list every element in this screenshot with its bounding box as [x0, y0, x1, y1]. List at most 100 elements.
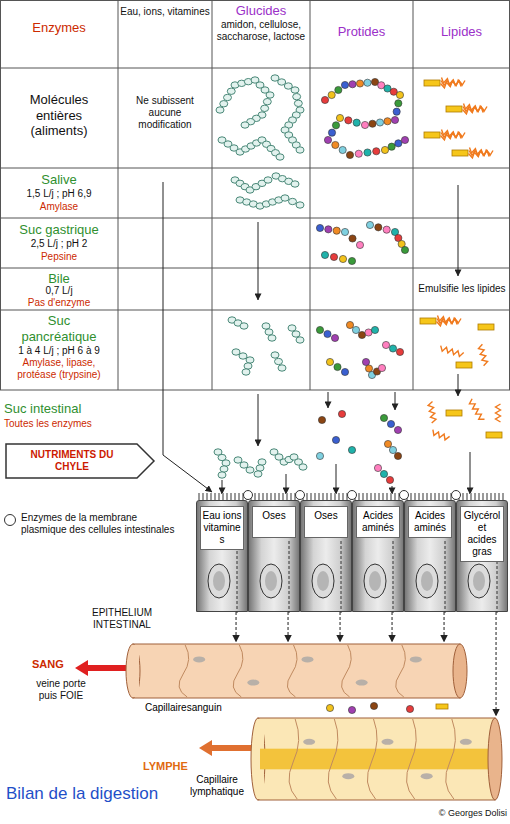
amino-acid-bead — [361, 121, 368, 128]
intestinal-cell: Oses — [300, 500, 352, 612]
endothelial-border — [289, 719, 299, 799]
microvillus — [418, 493, 420, 500]
amino-acid-bead — [362, 358, 369, 365]
glucide-bead — [240, 323, 248, 329]
amino-acid-bead — [384, 440, 391, 447]
glucide-bead — [275, 358, 283, 364]
endothelial-nucleus — [303, 739, 315, 745]
glucide-bead — [246, 467, 254, 473]
microvillus — [466, 493, 468, 500]
amino-acid-bead — [328, 91, 335, 98]
intestinal-cell: Glycérol et acides gras — [456, 500, 508, 612]
glucide-bead — [222, 460, 230, 466]
nutrient-arrow-box: NUTRIMENTS DU CHYLE — [5, 443, 155, 479]
text-label: © Georges Dolisi — [405, 808, 507, 819]
amino-acid-bead — [339, 255, 346, 262]
microvillus — [490, 493, 492, 500]
microvillus — [338, 493, 340, 500]
text-label: 1 à 4 L/j ; pH 6 à 9 — [0, 345, 118, 357]
amino-acid-bead — [406, 705, 413, 712]
text-label: Amylase, lipase, protéase (trypsine) — [6, 357, 112, 381]
text-label: Ne subissent aucune modification — [122, 95, 208, 131]
endothelial-nucleus — [247, 680, 259, 686]
microvillus — [310, 493, 312, 500]
glucide-bead — [265, 329, 273, 335]
fatty-acid-chain — [496, 404, 501, 422]
glycerol-bar — [424, 80, 440, 86]
flow-arrow — [470, 452, 471, 494]
microvillus — [210, 493, 212, 500]
amino-acid-bead — [331, 334, 338, 341]
amino-acid-bead — [389, 446, 396, 453]
glucide-bead — [276, 154, 284, 160]
glucide-bead — [254, 471, 262, 477]
amino-acid-bead — [321, 251, 328, 258]
amino-acid-bead — [384, 118, 391, 125]
flow-arrow — [395, 392, 396, 410]
microvillus — [202, 493, 204, 500]
text-label: Suc gastrique — [0, 222, 118, 238]
nucleolus — [369, 571, 381, 591]
glucide-bead — [289, 198, 297, 204]
glucide-bead — [258, 459, 266, 465]
glycerol-bar — [436, 704, 448, 709]
glucide-bead — [244, 363, 252, 369]
amino-acid-bead — [388, 143, 395, 150]
endothelial-border — [407, 719, 417, 799]
amino-acid-bead — [316, 452, 323, 459]
glycerol-bar — [424, 132, 440, 138]
legend-swatch — [3, 513, 17, 527]
amino-acid-bead — [335, 86, 342, 93]
amino-acid-bead — [316, 326, 323, 333]
cell-nucleus — [364, 564, 386, 598]
endothelial-nucleus — [421, 773, 433, 779]
amino-acid-bead — [376, 119, 383, 126]
amino-acid-bead — [328, 129, 335, 136]
glycerol-bar — [420, 318, 436, 324]
endothelial-nucleus — [302, 656, 314, 662]
microvillus — [262, 493, 264, 500]
glucide-bead — [299, 464, 307, 470]
cell-nucleus — [260, 564, 282, 598]
text-label: Pepsine — [0, 251, 118, 263]
lymph-stream — [260, 749, 495, 770]
table-rule — [0, 0, 1, 390]
intestinal-cell: Acides aminés — [404, 500, 456, 612]
text-label: 0,7 L/j — [0, 285, 118, 297]
microvillus — [366, 493, 368, 500]
text-label: Eau, ions, vitamines — [120, 6, 210, 18]
microvillus — [290, 493, 292, 500]
absorption-path — [237, 541, 238, 613]
glucide-bead — [256, 465, 264, 471]
legend-text: Enzymes de la membrane plasmique des cel… — [21, 512, 181, 536]
text-label: Emulsifie les lipides — [418, 283, 506, 295]
endothelial-nucleus — [193, 656, 205, 662]
amino-acid-bead — [338, 410, 345, 417]
endothelial-border — [287, 645, 297, 697]
amino-acid-bead — [393, 108, 400, 115]
microvillus — [318, 493, 320, 500]
glucide-bead — [234, 457, 242, 463]
nucleolus — [265, 571, 277, 591]
table-rule — [212, 0, 213, 390]
glucide-bead — [288, 325, 296, 331]
text-label: Bile — [0, 271, 118, 287]
endothelial-border — [179, 645, 189, 697]
microvillus — [342, 493, 344, 500]
amino-acid-bead — [332, 141, 339, 148]
table-rule — [0, 218, 510, 219]
cell-label: Eau ions vitamines — [200, 506, 244, 550]
membrane-enzyme — [400, 491, 409, 500]
microvillus — [226, 493, 228, 500]
glucide-bead — [294, 100, 302, 106]
microvillus — [390, 493, 392, 500]
amino-acid-bead — [365, 329, 372, 336]
flow-arrow — [163, 182, 212, 492]
nucleolus — [317, 571, 329, 591]
endothelial-border — [328, 719, 338, 799]
microvillus — [306, 493, 308, 500]
microvillus — [422, 493, 424, 500]
amino-acid-bead — [353, 119, 360, 126]
lymph-flow-arrow-head — [199, 740, 212, 756]
text-label: 2,5 L/j ; pH 2 — [0, 238, 118, 250]
